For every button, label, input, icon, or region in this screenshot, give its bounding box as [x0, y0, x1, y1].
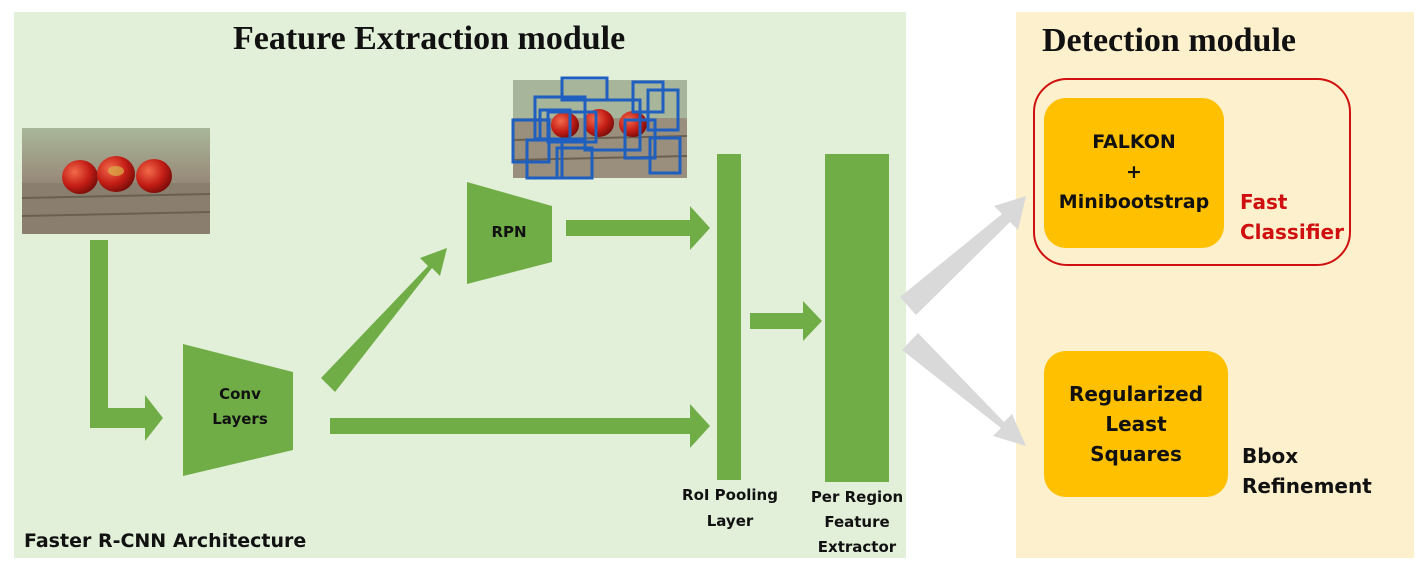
input-apples-photo [22, 128, 210, 234]
rpn-label: RPN [491, 223, 527, 241]
fast-classifier-line1: Fast [1240, 190, 1288, 214]
arrow-roi-to-region [750, 301, 822, 341]
fast-classifier-frame [1033, 78, 1351, 266]
per-region-label-line1: Per Region [810, 488, 904, 506]
falkon-line2: + [1126, 161, 1142, 184]
bbox-refinement-line1: Bbox [1242, 444, 1299, 468]
arrow-rpn-to-roi [566, 206, 710, 250]
green-arrows [90, 206, 822, 448]
feature-extraction-panel [14, 12, 906, 558]
per-region-label-line3: Extractor [817, 538, 897, 556]
rls-line1: Regularized [1068, 381, 1204, 406]
rls-line3: Squares [1090, 441, 1182, 466]
conv-layers-block [183, 344, 293, 476]
arrow-to-classifier [900, 196, 1026, 315]
conv-label-line1: Conv [219, 385, 261, 403]
architecture-caption: Faster R-CNN Architecture [24, 530, 307, 552]
region-proposal-boxes [511, 76, 682, 180]
arrow-conv-to-roi [330, 404, 710, 448]
per-region-label-line2: Feature [824, 513, 890, 531]
rls-line2: Least [1105, 411, 1167, 436]
per-region-extractor-bar [825, 154, 889, 482]
roi-pooling-bar [717, 154, 741, 480]
roi-label-line1: RoI Pooling [682, 486, 778, 504]
falkon-box: FALKON + Minibootstrap [1044, 98, 1224, 248]
arrow-to-refinement [902, 333, 1026, 446]
roi-label-line2: Layer [706, 512, 754, 530]
rpn-block [467, 182, 552, 284]
detection-title: Detection module [1042, 22, 1297, 59]
conv-label-line2: Layers [212, 410, 268, 428]
arrow-conv-to-rpn [321, 248, 447, 392]
bbox-refinement-line2: Refinement [1242, 474, 1372, 498]
arrow-input-to-conv [90, 240, 163, 441]
regularized-least-squares-box: Regularized Least Squares [1044, 351, 1228, 497]
fast-classifier-line2: Classifier [1240, 220, 1344, 244]
falkon-line1: FALKON [1092, 131, 1176, 154]
feature-extraction-title: Feature Extraction module [233, 20, 626, 57]
gray-arrows [900, 196, 1026, 446]
falkon-line3: Minibootstrap [1058, 190, 1210, 213]
